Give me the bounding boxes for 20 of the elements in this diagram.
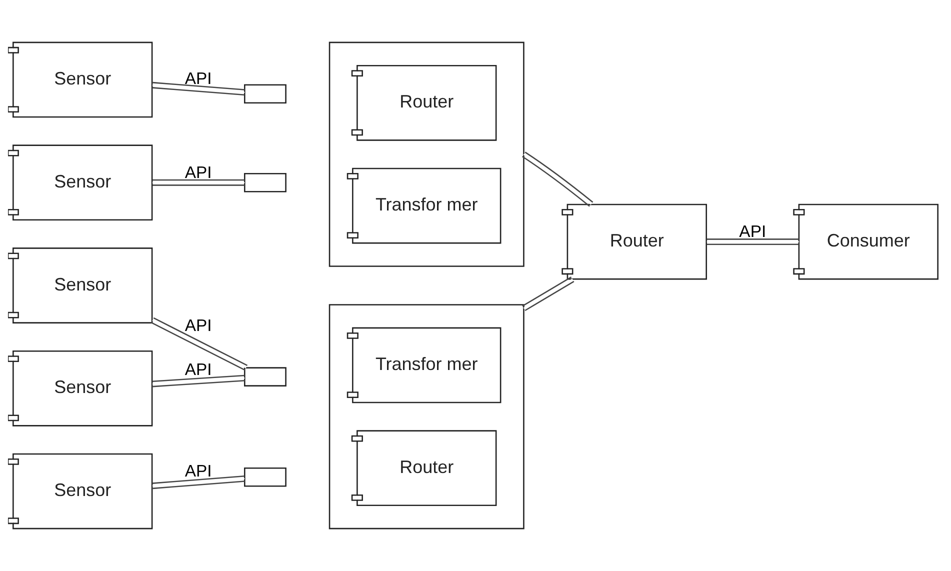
edge-label: API <box>184 360 212 379</box>
edge-label: API <box>184 69 212 88</box>
node-box <box>244 367 286 386</box>
connector <box>152 374 245 388</box>
connector <box>151 317 248 371</box>
connector <box>152 475 245 490</box>
edge-label: API <box>184 461 212 480</box>
connector <box>152 179 245 186</box>
cluster <box>328 42 524 267</box>
cluster <box>328 304 524 530</box>
connector <box>522 152 594 207</box>
edge-label: API <box>184 316 212 336</box>
connector <box>152 82 245 96</box>
node-box <box>244 172 286 192</box>
node-box <box>244 84 286 104</box>
connector <box>522 276 574 312</box>
edge-label: API <box>184 162 212 182</box>
connector <box>706 238 799 245</box>
edge-label: API <box>739 222 766 242</box>
node-box <box>244 467 286 487</box>
